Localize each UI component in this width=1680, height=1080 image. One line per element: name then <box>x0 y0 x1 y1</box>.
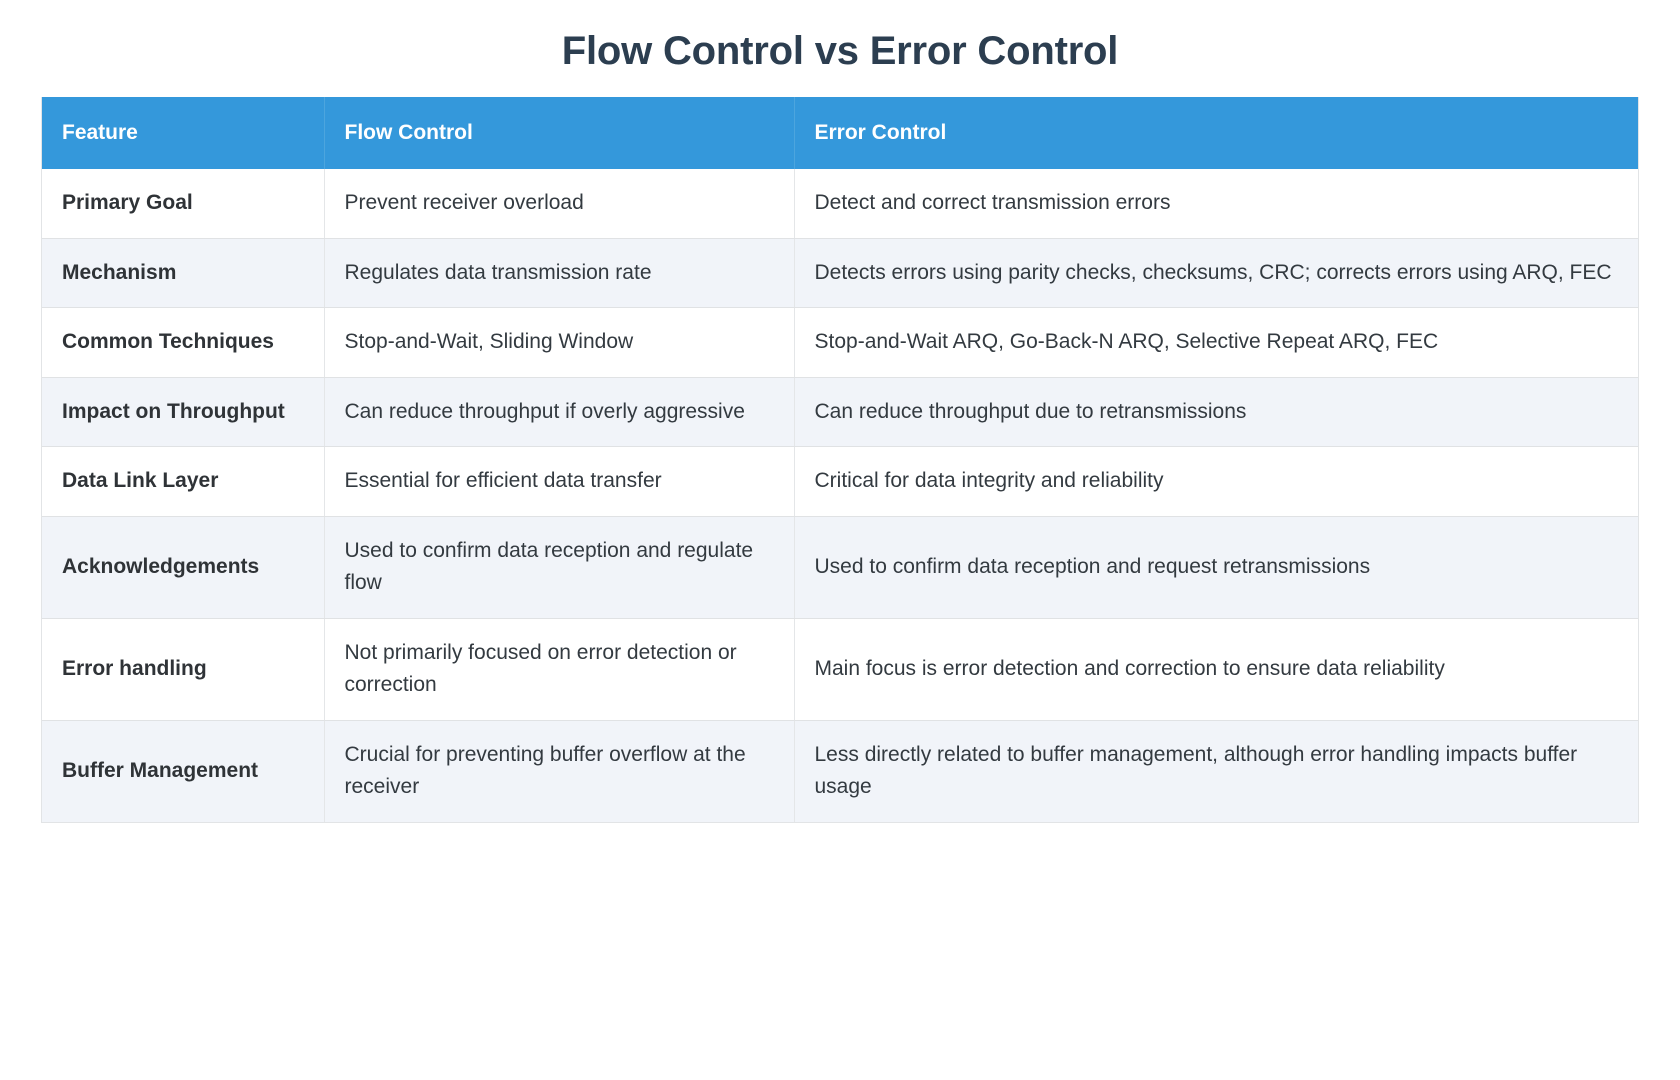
cell-error-control: Can reduce throughput due to retransmiss… <box>794 377 1638 448</box>
comparison-table-container: Feature Flow Control Error Control Prima… <box>41 97 1639 824</box>
cell-flow-control: Prevent receiver overload <box>324 169 795 239</box>
cell-flow-control: Stop-and-Wait, Sliding Window <box>324 307 795 378</box>
cell-feature: Error handling <box>42 618 325 721</box>
cell-feature: Mechanism <box>42 238 325 309</box>
cell-flow-control: Regulates data transmission rate <box>324 238 795 309</box>
table-row: Data Link Layer Essential for efficient … <box>42 446 1638 517</box>
cell-feature: Common Techniques <box>42 307 325 378</box>
cell-error-control: Detects errors using parity checks, chec… <box>794 238 1638 309</box>
cell-error-control: Main focus is error detection and correc… <box>794 618 1638 721</box>
cell-feature: Acknowledgements <box>42 516 325 619</box>
cell-flow-control: Can reduce throughput if overly aggressi… <box>324 377 795 448</box>
table-row: Primary Goal Prevent receiver overload D… <box>42 169 1638 239</box>
cell-flow-control: Not primarily focused on error detection… <box>324 618 795 721</box>
cell-feature: Data Link Layer <box>42 446 325 517</box>
column-header-flow-control[interactable]: Flow Control <box>324 97 795 169</box>
cell-feature: Primary Goal <box>42 169 325 239</box>
column-header-error-control[interactable]: Error Control <box>794 97 1638 169</box>
table-row: Common Techniques Stop-and-Wait, Sliding… <box>42 307 1638 378</box>
cell-error-control: Critical for data integrity and reliabil… <box>794 446 1638 517</box>
table-row: Impact on Throughput Can reduce throughp… <box>42 377 1638 448</box>
cell-feature: Buffer Management <box>42 720 325 823</box>
comparison-table: Feature Flow Control Error Control Prima… <box>42 97 1638 823</box>
table-body: Primary Goal Prevent receiver overload D… <box>42 169 1638 823</box>
cell-flow-control: Essential for efficient data transfer <box>324 446 795 517</box>
table-row: Error handling Not primarily focused on … <box>42 618 1638 721</box>
page-title: Flow Control vs Error Control <box>561 29 1119 73</box>
cell-error-control: Stop-and-Wait ARQ, Go-Back-N ARQ, Select… <box>794 307 1638 378</box>
table-row: Buffer Management Crucial for preventing… <box>42 720 1638 823</box>
table-header: Feature Flow Control Error Control <box>42 97 1638 169</box>
cell-feature: Impact on Throughput <box>42 377 325 448</box>
column-header-feature[interactable]: Feature <box>42 97 325 169</box>
cell-flow-control: Used to confirm data reception and regul… <box>324 516 795 619</box>
cell-error-control: Less directly related to buffer manageme… <box>794 720 1638 823</box>
table-row: Mechanism Regulates data transmission ra… <box>42 238 1638 309</box>
cell-error-control: Detect and correct transmission errors <box>794 169 1638 239</box>
table-row: Acknowledgements Used to confirm data re… <box>42 516 1638 619</box>
cell-flow-control: Crucial for preventing buffer overflow a… <box>324 720 795 823</box>
cell-error-control: Used to confirm data reception and reque… <box>794 516 1638 619</box>
table-header-row: Feature Flow Control Error Control <box>42 97 1638 169</box>
